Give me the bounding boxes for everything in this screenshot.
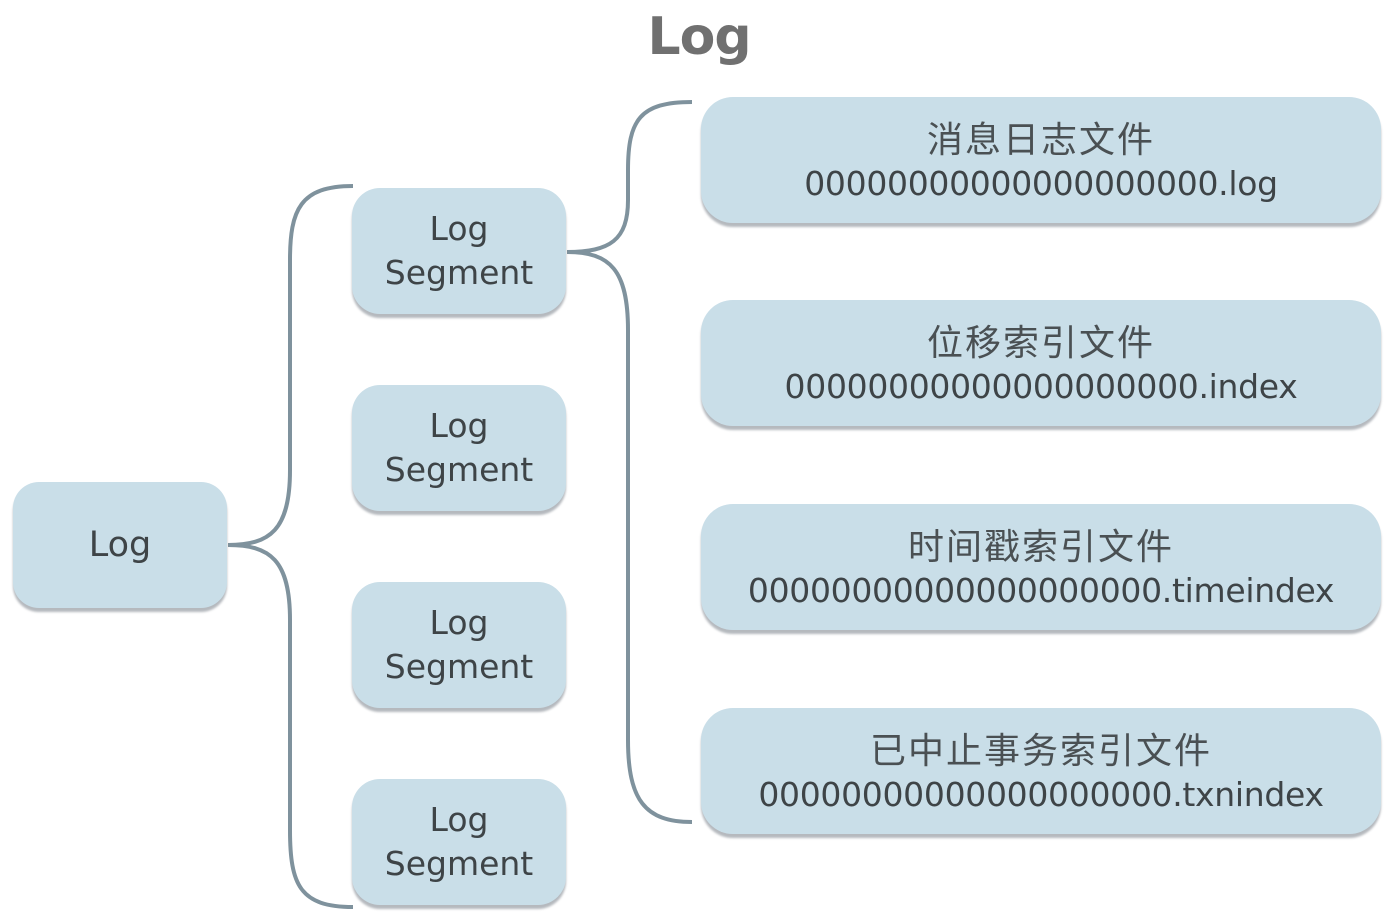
log-segment-node: Log Segment — [352, 582, 566, 708]
log-segment-node: Log Segment — [352, 385, 566, 511]
file-name: 00000000000000000000.index — [784, 367, 1298, 406]
file-node-index: 位移索引文件 00000000000000000000.index — [701, 300, 1381, 426]
segment-label-line2: Segment — [384, 450, 534, 489]
log-root-label: Log — [88, 525, 152, 565]
log-segment-node: Log Segment — [352, 188, 566, 314]
segment-label-line1: Log — [429, 406, 489, 445]
segment-to-files-upper-connector — [566, 100, 693, 254]
file-type-label: 消息日志文件 — [926, 120, 1155, 161]
file-name: 00000000000000000000.txnindex — [758, 775, 1324, 814]
file-type-label: 已中止事务索引文件 — [869, 731, 1212, 772]
segment-label-line1: Log — [429, 209, 489, 248]
root-to-segments-connector — [227, 184, 354, 909]
segment-label-line1: Log — [429, 603, 489, 642]
segment-to-files-lower-connector — [566, 250, 693, 824]
file-node-txnindex: 已中止事务索引文件 00000000000000000000.txnindex — [701, 708, 1381, 834]
segment-label-line2: Segment — [384, 647, 534, 686]
diagram-title: Log — [647, 7, 751, 67]
file-node-log: 消息日志文件 00000000000000000000.log — [701, 97, 1381, 223]
file-type-label: 位移索引文件 — [926, 323, 1155, 364]
segment-label-line1: Log — [429, 800, 489, 839]
log-root-node: Log — [13, 482, 227, 608]
file-type-label: 时间戳索引文件 — [907, 527, 1174, 568]
log-segment-node: Log Segment — [352, 779, 566, 905]
segment-label-line2: Segment — [384, 253, 534, 292]
file-name: 00000000000000000000.timeindex — [747, 571, 1335, 610]
file-node-timeindex: 时间戳索引文件 00000000000000000000.timeindex — [701, 504, 1381, 630]
segment-label-line2: Segment — [384, 844, 534, 883]
file-name: 00000000000000000000.log — [804, 164, 1278, 203]
